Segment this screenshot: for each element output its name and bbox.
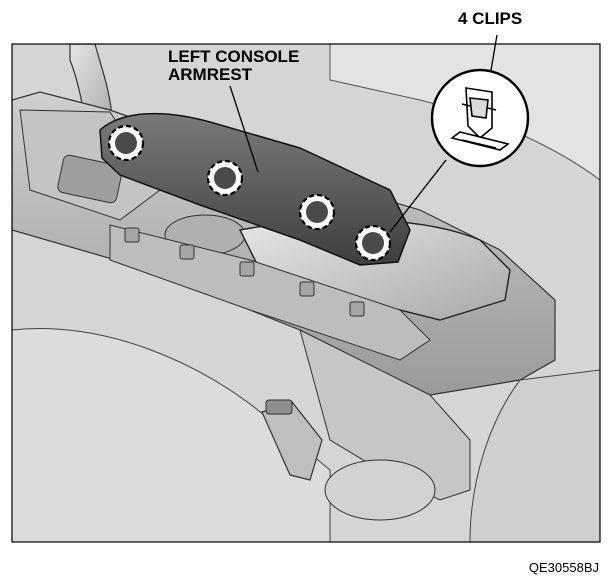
clip-leader-line [389, 159, 447, 233]
clip-marker [354, 224, 392, 262]
figure-code: QE30558BJ [528, 560, 599, 575]
left-console-armrest [99, 112, 411, 266]
clips-label-leader-line [489, 34, 498, 77]
clip-marker [298, 193, 336, 231]
clip-marker [206, 159, 244, 197]
console-lower-front [299, 329, 471, 501]
armrest-label-line1: LEFT CONSOLE [168, 47, 300, 66]
clip-detail-inset [389, 34, 530, 233]
retaining-tabs [124, 227, 365, 317]
armrest-leader-line [229, 85, 259, 173]
clip-marker [107, 124, 145, 162]
frame-border [11, 43, 601, 543]
clip-detail-drawing [450, 87, 510, 151]
armrest-callout-label: LEFT CONSOLE ARMREST [168, 48, 299, 84]
armrest-label-line2: ARMREST [168, 65, 253, 84]
clips-callout-label: 4 CLIPS [458, 9, 523, 28]
clip-markers [107, 124, 392, 262]
switch-panel [57, 154, 123, 204]
console-lower-pad [324, 459, 436, 521]
buckle-latch [265, 399, 293, 415]
